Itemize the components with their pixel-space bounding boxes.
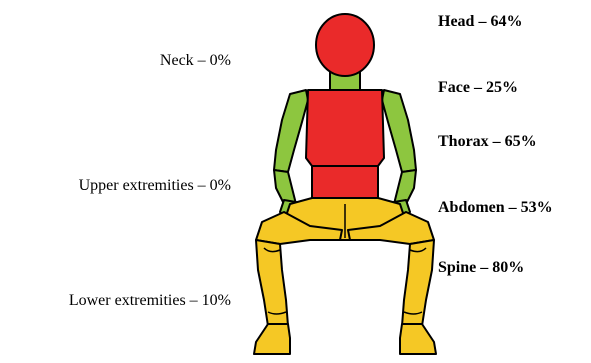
- right-forearm: [394, 170, 416, 204]
- face-label: Face – 25%: [438, 78, 518, 98]
- left-upper-arm: [274, 90, 308, 172]
- head-label: Head – 64%: [438, 12, 522, 32]
- right-foot: [400, 324, 436, 354]
- left-forearm: [274, 170, 296, 204]
- spine-label: Spine – 80%: [438, 258, 524, 278]
- lower-extremities-label: Lower extremities – 10%: [69, 291, 231, 311]
- abdomen-label: Abdomen – 53%: [438, 198, 553, 218]
- abdomen: [312, 166, 378, 198]
- left-foot: [254, 324, 290, 354]
- head: [316, 14, 374, 76]
- thorax-label: Thorax – 65%: [438, 132, 537, 152]
- upper-extremities-label: Upper extremities – 0%: [79, 176, 231, 196]
- neck-label: Neck – 0%: [160, 51, 231, 71]
- body-figure: [250, 8, 440, 360]
- right-upper-arm: [382, 90, 416, 172]
- thorax: [306, 90, 384, 166]
